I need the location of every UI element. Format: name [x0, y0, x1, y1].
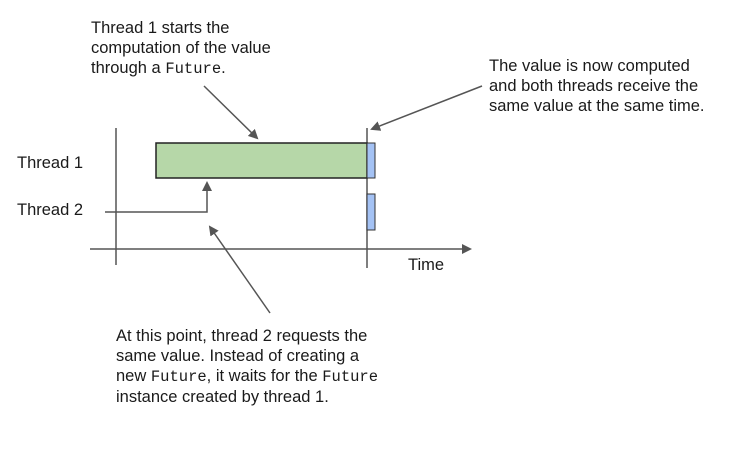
note-line: computation of the value: [91, 38, 271, 58]
note-text: Thread 1 starts the: [91, 19, 230, 37]
thread2-request-connector: [105, 181, 212, 213]
note-text: same value at the same time.: [489, 97, 705, 115]
note-text: , it waits for the: [206, 367, 323, 385]
note-line: Thread 1 starts the: [91, 18, 271, 38]
note-text: and both threads receive the: [489, 77, 699, 95]
note-text: computation of the value: [91, 39, 271, 57]
note-thread2-waits: At this point, thread 2 requests the same…: [116, 326, 378, 407]
arrow-to-completion-marker: [370, 85, 483, 131]
note-line: new Future, it waits for the Future: [116, 366, 378, 387]
note-text: The value is now computed: [489, 57, 690, 75]
note-line: and both threads receive the: [489, 76, 705, 96]
note-line: same value. Instead of creating a: [116, 346, 378, 366]
note-text: instance created by thread 1.: [116, 388, 329, 406]
note-text: through a: [91, 59, 166, 77]
note-line: through a Future.: [91, 58, 271, 79]
thread1-label: Thread 1: [17, 154, 84, 172]
note-text: At this point, thread 2 requests the: [116, 327, 368, 345]
thread1-computation-bar: [155, 142, 368, 179]
thread2-result-bar: [366, 193, 376, 231]
time-axis-label: Time: [408, 256, 445, 274]
arrow-to-computation-bar: [203, 85, 259, 140]
note-text: same value. Instead of creating a: [116, 347, 360, 365]
note-value-computed: The value is now computed and both thread…: [489, 56, 705, 116]
note-text: .: [221, 59, 226, 77]
note-thread1-starts: Thread 1 starts the computation of the va…: [91, 18, 271, 79]
note-line: At this point, thread 2 requests the: [116, 326, 378, 346]
code-term: Future: [322, 368, 379, 386]
thread2-label: Thread 2: [17, 201, 84, 219]
thread1-result-bar: [366, 142, 376, 179]
note-line: same value at the same time.: [489, 96, 705, 116]
note-text: new: [116, 367, 151, 385]
note-line: The value is now computed: [489, 56, 705, 76]
code-term: Future: [150, 368, 207, 386]
note-line: instance created by thread 1.: [116, 387, 378, 407]
arrow-to-request-point: [208, 225, 271, 314]
code-term: Future: [165, 60, 222, 78]
